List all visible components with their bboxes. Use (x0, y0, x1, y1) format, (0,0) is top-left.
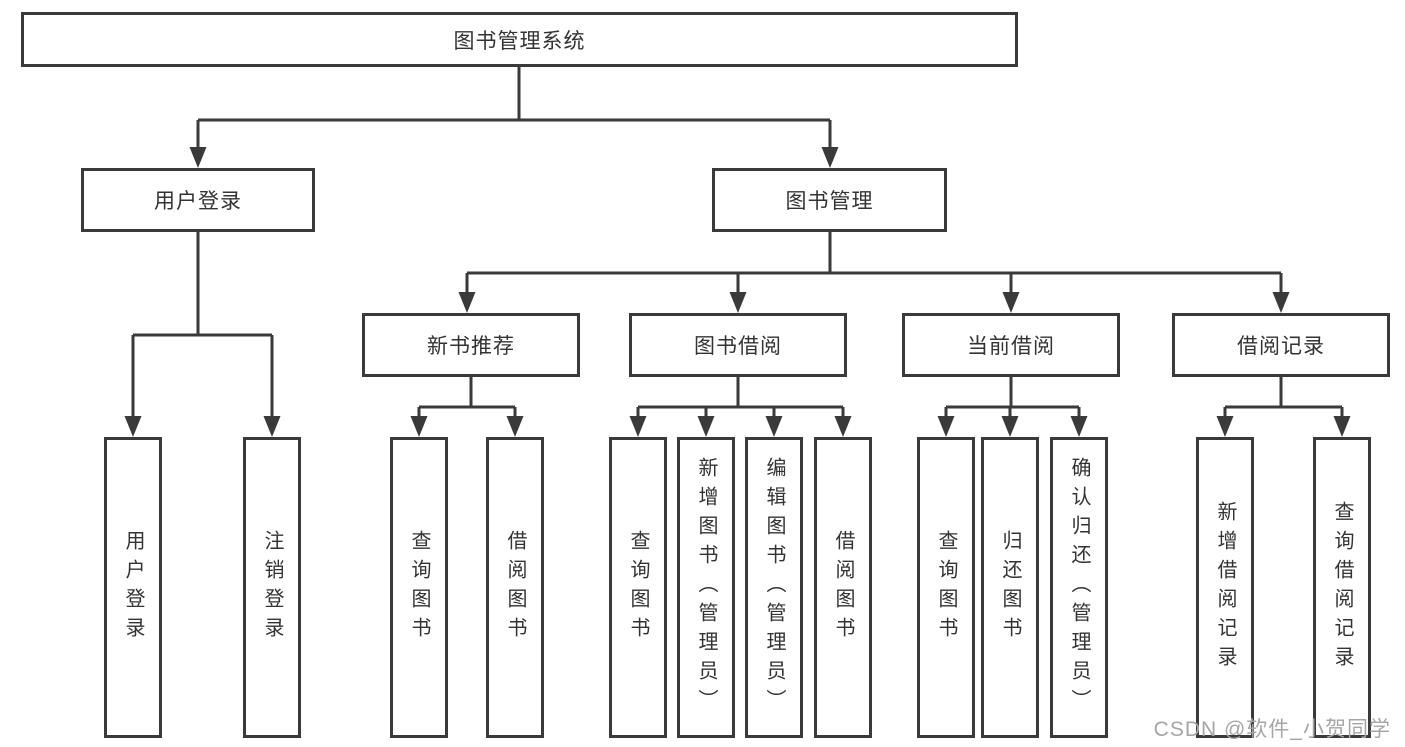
leaf-borrowing-query-books: 查询图书 (609, 437, 667, 738)
node-new-book-recommend: 新书推荐 (362, 313, 580, 377)
node-current-borrowing: 当前借阅 (902, 313, 1120, 377)
node-label: 确认归还（管理员） (1068, 457, 1090, 718)
node-label: 当前借阅 (967, 335, 1055, 358)
leaf-records-add-record: 新增借阅记录 (1196, 437, 1254, 738)
node-label: 借阅图书 (504, 529, 526, 646)
node-label: 查询图书 (408, 529, 430, 646)
leaf-borrowing-edit-books-admin: 编辑图书（管理员） (745, 437, 803, 738)
node-book-management: 图书管理 (712, 168, 947, 232)
node-label: 新增借阅记录 (1214, 500, 1236, 675)
leaf-recommend-borrow-books: 借阅图书 (486, 437, 544, 738)
node-label: 归还图书 (999, 529, 1021, 646)
leaf-borrowing-add-books-admin: 新增图书（管理员） (677, 437, 735, 738)
node-user-login: 用户登录 (81, 168, 315, 232)
leaf-logout: 注销登录 (243, 437, 301, 738)
leaf-records-query-record: 查询借阅记录 (1313, 437, 1371, 738)
leaf-current-return-books: 归还图书 (981, 437, 1039, 738)
arrowheads (124, 147, 1351, 437)
watermark-text: CSDN @软件_小贺同学 (1153, 718, 1391, 741)
node-label: 新书推荐 (427, 335, 515, 358)
node-label: 用户登录 (154, 190, 242, 213)
node-label: 注销登录 (261, 529, 283, 646)
node-label: 借阅图书 (832, 529, 854, 646)
node-label: 编辑图书（管理员） (763, 457, 785, 718)
node-label: 查询借阅记录 (1331, 500, 1353, 675)
leaf-user-login: 用户登录 (104, 437, 162, 738)
node-label: 用户登录 (122, 529, 144, 646)
node-library-management-system: 图书管理系统 (21, 12, 1018, 67)
leaf-current-query-books: 查询图书 (917, 437, 975, 738)
node-label: 图书借阅 (694, 335, 782, 358)
node-book-borrowing: 图书借阅 (629, 313, 847, 377)
node-label: 图书管理 (785, 190, 874, 213)
connector-lines (131, 67, 1344, 418)
node-label: 查询图书 (627, 529, 649, 646)
node-label: 图书管理系统 (453, 29, 586, 53)
node-label: 借阅记录 (1237, 335, 1325, 358)
leaf-current-confirm-return-admin: 确认归还（管理员） (1050, 437, 1108, 738)
leaf-borrowing-borrow-books: 借阅图书 (814, 437, 872, 738)
leaf-recommend-query-books: 查询图书 (390, 437, 448, 738)
node-borrowing-records: 借阅记录 (1172, 313, 1390, 377)
node-label: 查询图书 (935, 529, 957, 646)
node-label: 新增图书（管理员） (695, 457, 717, 718)
